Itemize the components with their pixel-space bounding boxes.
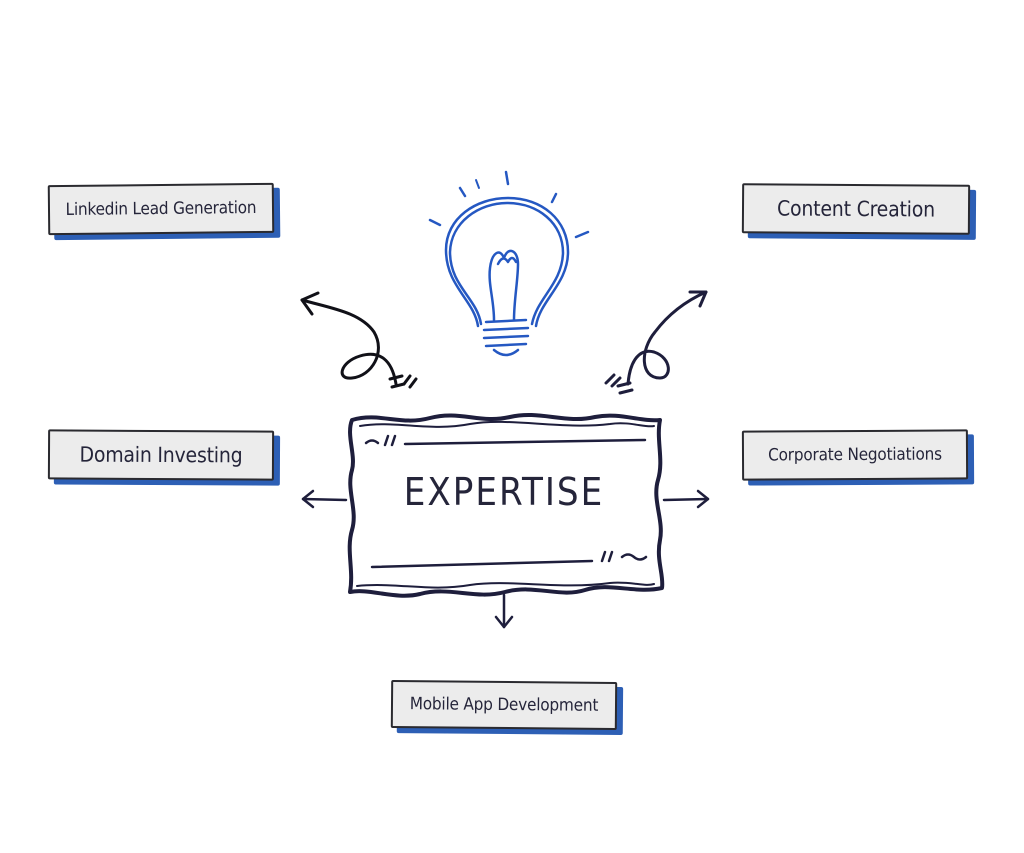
curly-arrow-right: [604, 290, 708, 395]
node-content-creation: Content Creation: [741, 183, 971, 235]
node-label: Content Creation: [776, 196, 935, 222]
banner-quote-decor: [364, 434, 648, 569]
node-linkedin-lead-generation: Linkedin Lead Generation: [47, 182, 275, 236]
node-domain-investing: Domain Investing: [47, 429, 275, 481]
connector-arrows: [301, 489, 710, 629]
node-label: Mobile App Development: [409, 694, 599, 716]
node-corporate-negotiations: Corporate Negotiations: [741, 429, 969, 481]
lightbulb-icon: [428, 170, 590, 357]
expertise-banner: [347, 412, 665, 598]
node-mobile-app-development: Mobile App Development: [390, 680, 618, 730]
center-title: EXPERTISE: [403, 470, 605, 514]
node-label: Corporate Negotiations: [768, 444, 942, 466]
node-label: Domain Investing: [79, 442, 243, 468]
curly-arrow-left: [300, 291, 418, 389]
node-label: Linkedin Lead Generation: [65, 198, 257, 220]
